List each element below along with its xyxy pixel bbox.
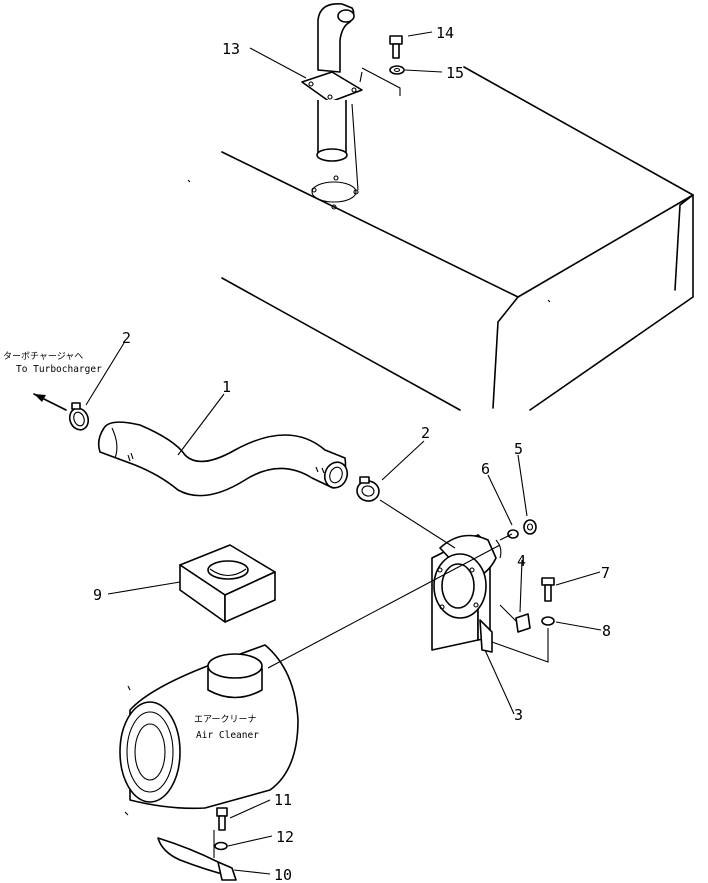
callout-1: 1 [222, 378, 231, 396]
callout-7: 7 [601, 564, 610, 582]
washer-6 [507, 529, 519, 539]
air-cleaner-label-en: Air Cleaner [196, 730, 259, 741]
air-cleaner-label-jp: エアークリーナ [194, 714, 256, 725]
callout-15: 15 [446, 64, 464, 82]
callout-3: 3 [514, 706, 523, 724]
band-10 [157, 837, 237, 881]
bracket-3 [431, 534, 502, 653]
clamp-right [356, 476, 380, 502]
exhaust-pipe [301, 3, 363, 210]
turbo-arrow [33, 393, 67, 411]
nut-5 [523, 519, 537, 535]
callout-14: 14 [436, 24, 454, 42]
callout-9: 9 [93, 586, 102, 604]
callout-4: 4 [517, 552, 526, 570]
callout-11: 11 [274, 791, 292, 809]
washer-8 [541, 616, 555, 626]
callout-13: 13 [222, 40, 240, 58]
bolt-leader [361, 67, 401, 96]
bolt-14 [389, 35, 403, 59]
air-cleaner [119, 644, 299, 816]
callout-12: 12 [276, 828, 294, 846]
bolt-7-leader [491, 628, 549, 663]
callout-2-left: 2 [122, 329, 131, 347]
callout-10: 10 [274, 866, 292, 883]
turbo-label-en: To Turbocharger [16, 364, 102, 375]
assembly-lines [267, 499, 513, 669]
bolt-7 [541, 577, 555, 602]
turbo-label-jp: ターボチャージャヘ [3, 351, 83, 362]
callout-6: 6 [481, 460, 490, 478]
callout-8: 8 [602, 622, 611, 640]
washer-15 [389, 65, 405, 75]
callout-2-right: 2 [421, 424, 430, 442]
engine-hood [187, 66, 694, 411]
leader-lines [85, 31, 602, 875]
washer-12 [214, 841, 228, 851]
hose [97, 421, 349, 497]
block-9 [179, 544, 276, 623]
bolt-11 [216, 807, 228, 831]
callout-5: 5 [514, 440, 523, 458]
clamp-left [68, 402, 90, 431]
fitting-4 [499, 604, 531, 633]
